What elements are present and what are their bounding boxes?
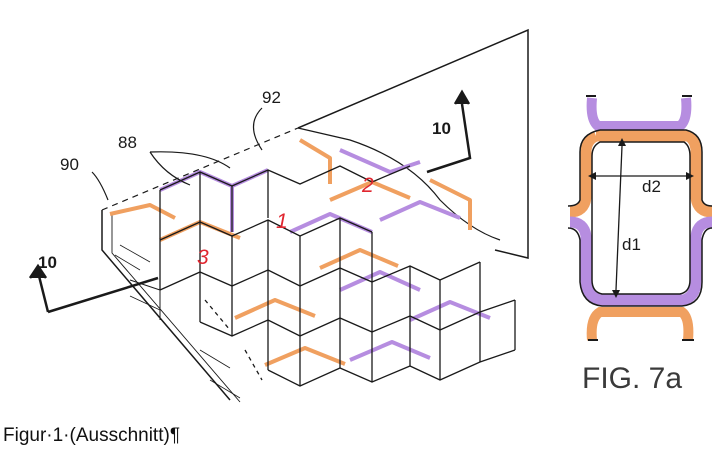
section-arrow-left [28,263,159,314]
label-92: 92 [262,88,281,107]
cell-walls-ink [114,165,516,399]
label-d1: d1 [622,235,641,254]
fig-7a-cell [567,95,713,341]
callout-leaders [91,107,263,201]
figure-caption: Figur·1·(Ausschnitt)¶ [3,425,181,446]
label-10-left: 10 [38,253,57,272]
label-10-right: 10 [432,119,451,138]
patent-drawing: 90 88 92 10 10 1 2 3 d2 d1 FIG. 7a [28,28,713,403]
cell-number-1: 1 [276,210,288,233]
honeycomb-cells [109,138,491,367]
honeycomb-structure [101,28,529,403]
fig-7a-title: FIG. 7a [582,362,682,395]
section-arrow-right [426,89,472,174]
label-d2: d2 [642,177,661,196]
cell-number-2: 2 [361,174,374,197]
label-88: 88 [118,133,137,152]
cell-number-3: 3 [197,246,209,269]
label-90: 90 [60,155,79,174]
